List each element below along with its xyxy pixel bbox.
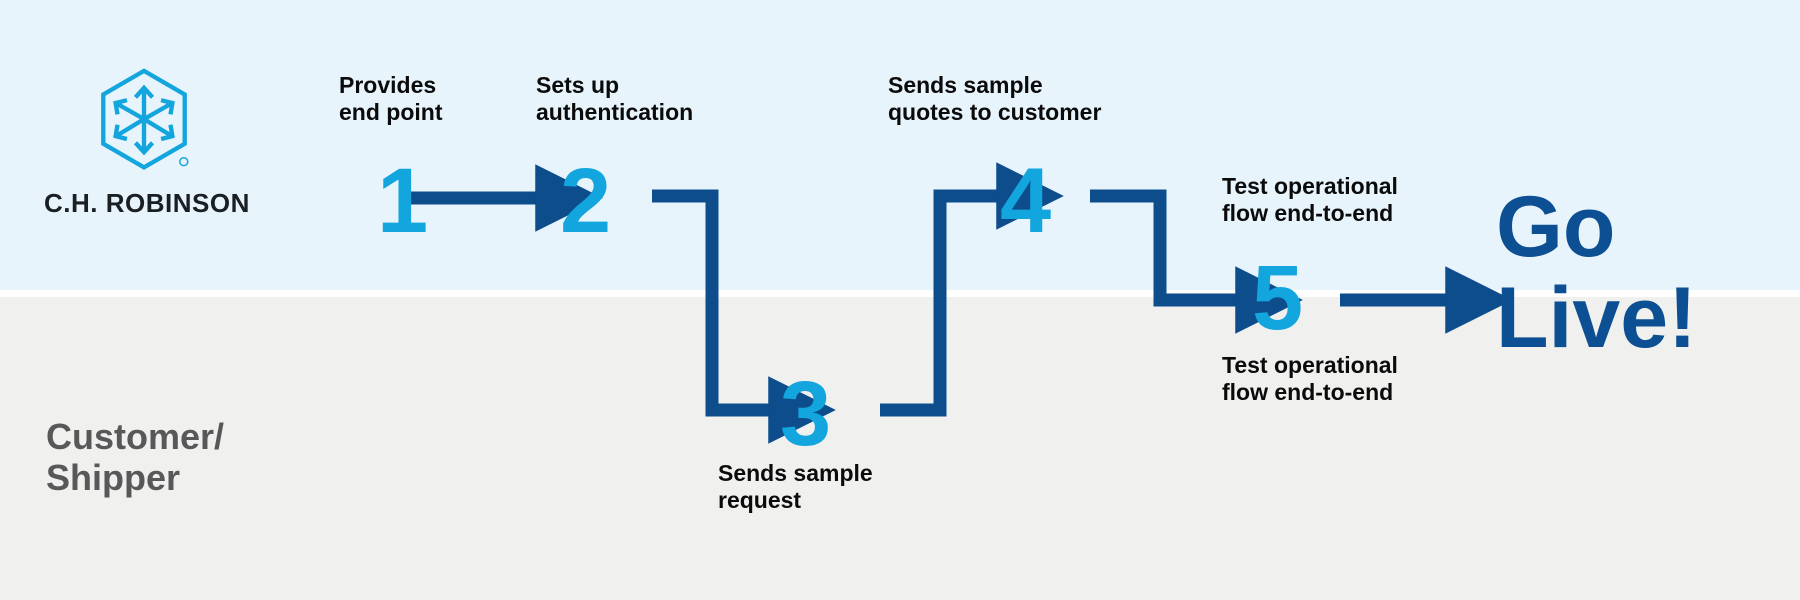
step-caption-4: Sends sample quotes to customer (888, 72, 1102, 126)
step-caption-3: Sends sample request (718, 460, 873, 514)
step-caption-1: Provides end point (339, 72, 443, 126)
connector-elbow-2-to-3 (652, 189, 836, 444)
connector-elbow-3-to-4 (880, 162, 1064, 417)
step-number-1: 1 (377, 150, 429, 252)
brand-logo-block: C.H. ROBINSON (44, 68, 250, 219)
step-number-2: 2 (560, 150, 612, 252)
lane-band-provider (0, 0, 1800, 290)
brand-wordmark: C.H. ROBINSON (44, 188, 250, 218)
lane-band-customer (0, 297, 1800, 600)
outcome-go-live-label: Go Live! (1496, 179, 1697, 367)
step-number-4: 4 (1000, 150, 1052, 252)
step-number-5: 5 (1252, 247, 1304, 349)
hexagon-arrows-logo-icon (101, 68, 189, 170)
step-caption-5-below: Test operational flow end-to-end (1222, 352, 1398, 406)
connector-elbow-4-to-5 (1090, 189, 1303, 334)
step-caption-2: Sets up authentication (536, 72, 694, 126)
step-caption-5-above: Test operational flow end-to-end (1222, 173, 1398, 227)
step-number-3: 3 (780, 363, 832, 465)
lane-label-customer-shipper: Customer/ Shipper (46, 416, 225, 499)
registered-mark-icon (179, 156, 189, 167)
